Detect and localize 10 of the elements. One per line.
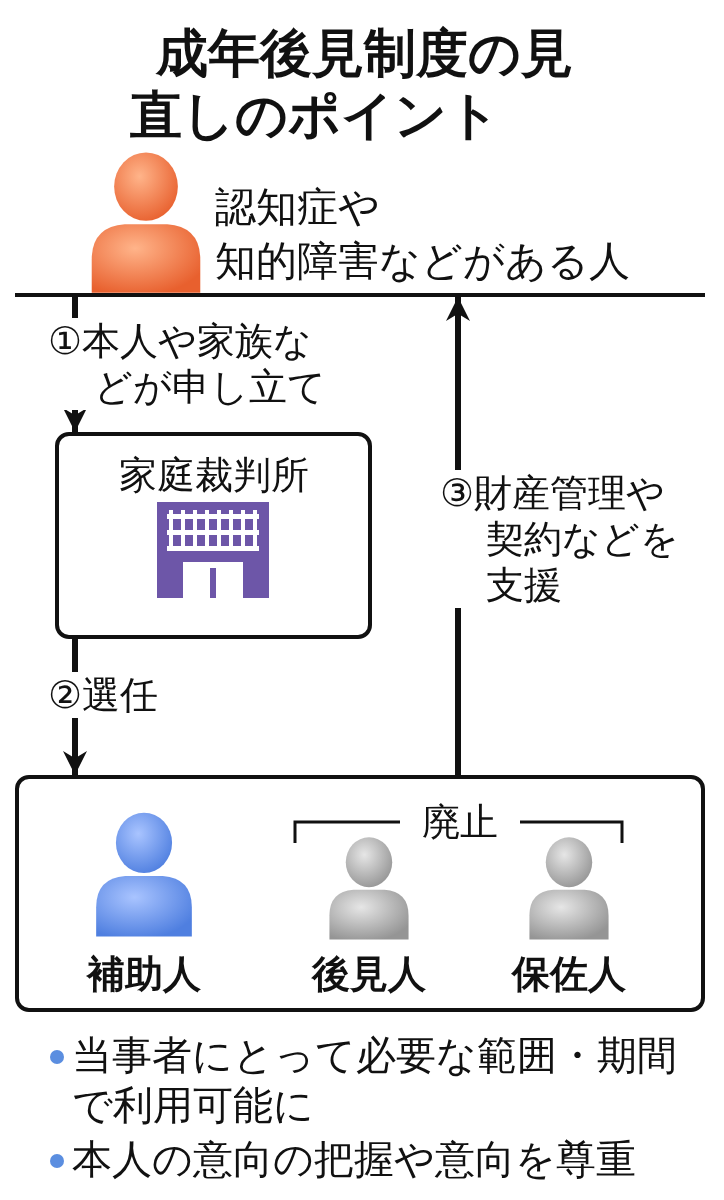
title: 成年後見制度の見直しのポイント	[130, 22, 574, 146]
note-text: 本人の意向の把握や意向を尊重	[72, 1135, 637, 1184]
note-text: 当事者にとって必要な範囲・期間で利用可能に	[72, 1031, 678, 1130]
process-box	[55, 432, 372, 639]
node-label: 家庭裁判所	[117, 452, 310, 499]
node-label: 補助人	[85, 951, 202, 998]
node-label: 認知症や知的障害などがある人	[215, 182, 631, 287]
group-box	[15, 775, 705, 1012]
node-label: 後見人	[310, 951, 427, 998]
node-label: 保佐人	[510, 951, 627, 998]
